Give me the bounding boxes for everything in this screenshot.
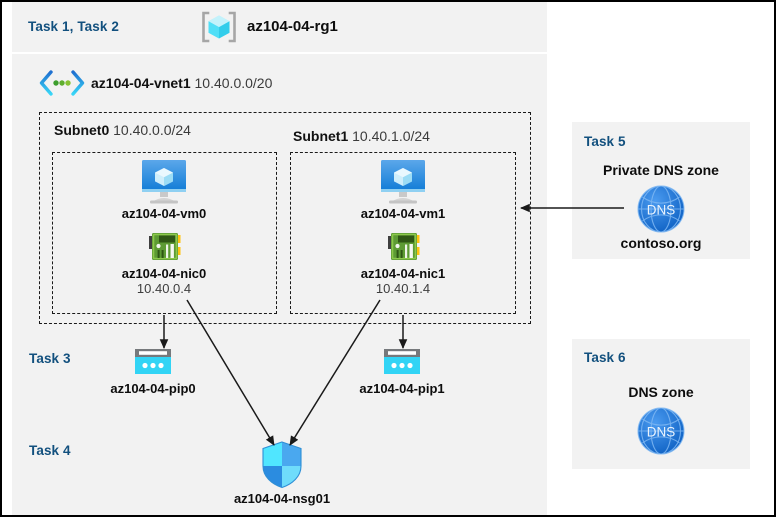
- nic1-node[interactable]: az104-04-nic1 10.40.1.4: [343, 230, 463, 296]
- network-interface-icon: [343, 230, 463, 264]
- public-ip-band: [22, 339, 547, 409]
- vnet-header: az104-04-vnet1 10.40.0.0/20: [91, 75, 272, 91]
- subnet0-header: Subnet0 10.40.0.0/24: [54, 122, 191, 138]
- virtual-machine-icon: [343, 158, 463, 204]
- nic0-ip: 10.40.0.4: [136, 281, 192, 296]
- subnet0-box: [52, 152, 277, 314]
- nic0-node[interactable]: az104-04-nic0 10.40.0.4: [104, 230, 224, 296]
- public-dns-node[interactable]: DNS: [601, 406, 721, 456]
- pip1-name: az104-04-pip1: [359, 381, 445, 396]
- svg-text:DNS: DNS: [647, 203, 676, 218]
- vm1-node[interactable]: az104-04-vm1: [343, 158, 463, 221]
- public-ip-address-icon: [93, 347, 213, 379]
- resource-group-band: [12, 2, 547, 52]
- vnet-address-space-box: [39, 112, 531, 324]
- nic0-name: az104-04-nic0: [121, 266, 207, 281]
- resource-group-name: az104-04-rg1: [247, 18, 338, 35]
- subnet0-name: Subnet0: [54, 122, 110, 138]
- virtual-machine-icon: [104, 158, 224, 204]
- private-dns-node[interactable]: DNS contoso.org: [601, 184, 721, 251]
- task-label-5: Task 5: [584, 134, 626, 149]
- vm0-name: az104-04-vm0: [121, 206, 207, 221]
- private-dns-title: Private DNS zone: [603, 162, 719, 178]
- public-dns-title: DNS zone: [628, 384, 694, 400]
- nsg-name: az104-04-nsg01: [233, 491, 331, 506]
- nsg-node[interactable]: az104-04-nsg01: [220, 439, 344, 506]
- nic1-name: az104-04-nic1: [360, 266, 446, 281]
- subnet0-cidr: 10.40.0.0/24: [113, 122, 191, 138]
- task-label-4: Task 4: [29, 443, 71, 458]
- dns-zone-icon: DNS: [601, 184, 721, 234]
- pip1-node[interactable]: az104-04-pip1: [342, 347, 462, 396]
- vnet-address-space: 10.40.0.0/20: [194, 75, 273, 91]
- subnet1-cidr: 10.40.1.0/24: [352, 128, 430, 144]
- vm1-name: az104-04-vm1: [360, 206, 446, 221]
- public-ip-address-icon: [342, 347, 462, 379]
- vm0-node[interactable]: az104-04-vm0: [104, 158, 224, 221]
- vnet-name: az104-04-vnet1: [91, 75, 191, 91]
- task-label-3: Task 3: [29, 351, 71, 366]
- resource-group-icon: [199, 9, 239, 45]
- task-label-1-2: Task 1, Task 2: [28, 19, 119, 34]
- network-interface-icon: [104, 230, 224, 264]
- svg-text:DNS: DNS: [647, 425, 676, 440]
- network-security-group-icon: [220, 439, 344, 489]
- pip0-node[interactable]: az104-04-pip0: [93, 347, 213, 396]
- subnet1-box: [290, 152, 516, 314]
- private-dns-name: contoso.org: [620, 235, 702, 251]
- pip0-name: az104-04-pip0: [110, 381, 196, 396]
- virtual-network-icon: [38, 70, 86, 96]
- subnet1-name: Subnet1: [293, 128, 349, 144]
- dns-zone-icon: DNS: [601, 406, 721, 456]
- task-label-6: Task 6: [584, 350, 626, 365]
- subnet1-header: Subnet1 10.40.1.0/24: [293, 128, 430, 144]
- nic1-ip: 10.40.1.4: [375, 281, 431, 296]
